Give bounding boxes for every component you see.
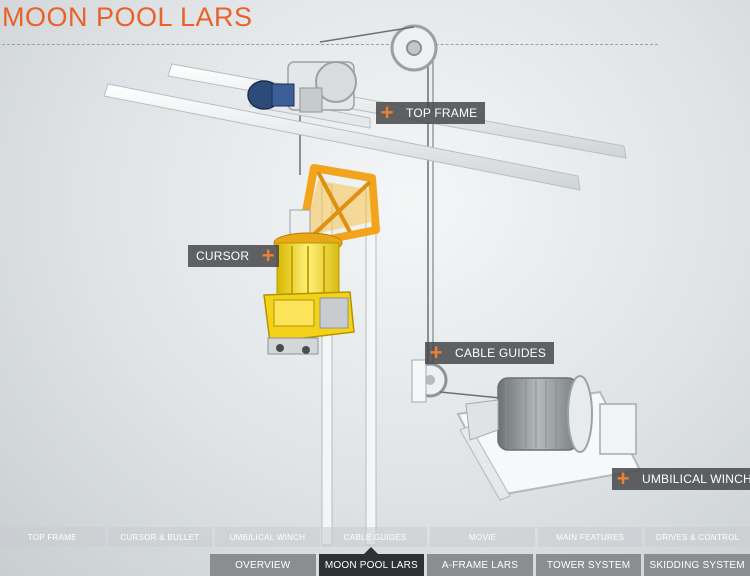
subnav-movie[interactable]: MOVIE — [430, 527, 535, 547]
subnav-cursor-bullet[interactable]: CURSOR & BULLET — [107, 527, 213, 547]
hotspot-cable-guides[interactable]: + CABLE GUIDES — [425, 340, 555, 365]
tab-moon-pool-lars[interactable]: MOON POOL LARS — [318, 554, 425, 576]
plus-icon: + — [261, 243, 275, 268]
top-sheave — [319, 24, 438, 72]
title-divider — [2, 44, 658, 45]
tab-skidding-system[interactable]: SKIDDING SYSTEM — [644, 554, 750, 576]
plus-icon: + — [429, 340, 443, 365]
subnav-drives-control[interactable]: DRIVES & CONTROL — [645, 527, 750, 547]
plus-icon: + — [616, 466, 630, 491]
cursor-bullet — [263, 232, 355, 355]
cursor-frame — [289, 164, 380, 249]
tab-overview[interactable]: OVERVIEW — [210, 554, 316, 576]
top-frame-beams — [103, 63, 627, 191]
main-navigation: OVERVIEW MOON POOL LARS A-FRAME LARS TOW… — [210, 554, 750, 576]
hotspot-cable-guides-label: CABLE GUIDES — [455, 346, 547, 360]
plus-icon: + — [380, 100, 394, 125]
hotspot-cursor[interactable]: CURSOR + — [188, 243, 280, 268]
active-tab-pointer — [364, 547, 378, 554]
sub-navigation: TOP FRAME CURSOR & BULLET UMBILICAL WINC… — [0, 527, 750, 547]
subnav-top-frame[interactable]: TOP FRAME — [0, 527, 105, 547]
hotspot-cursor-label: CURSOR — [196, 249, 250, 263]
hotspot-umbilical-winch-label: UMBILICAL WINCH — [642, 472, 750, 486]
tab-tower-system[interactable]: TOWER SYSTEM — [535, 554, 642, 576]
tab-a-frame-lars[interactable]: A-FRAME LARS — [427, 554, 533, 576]
subnav-main-features[interactable]: MAIN FEATURES — [537, 527, 643, 547]
hotspot-umbilical-winch[interactable]: + UMBILICAL WINCH — [612, 468, 750, 490]
subnav-umbilical-winch[interactable]: UMBILICAL WINCH — [215, 527, 320, 547]
top-winch — [247, 61, 357, 113]
subnav-cable-guides[interactable]: CABLE GUIDES — [322, 527, 428, 547]
hotspot-top-frame[interactable]: + TOP FRAME — [376, 100, 486, 125]
hotspot-top-frame-label: TOP FRAME — [406, 106, 478, 120]
page-title: MOON POOL LARS — [2, 2, 253, 32]
